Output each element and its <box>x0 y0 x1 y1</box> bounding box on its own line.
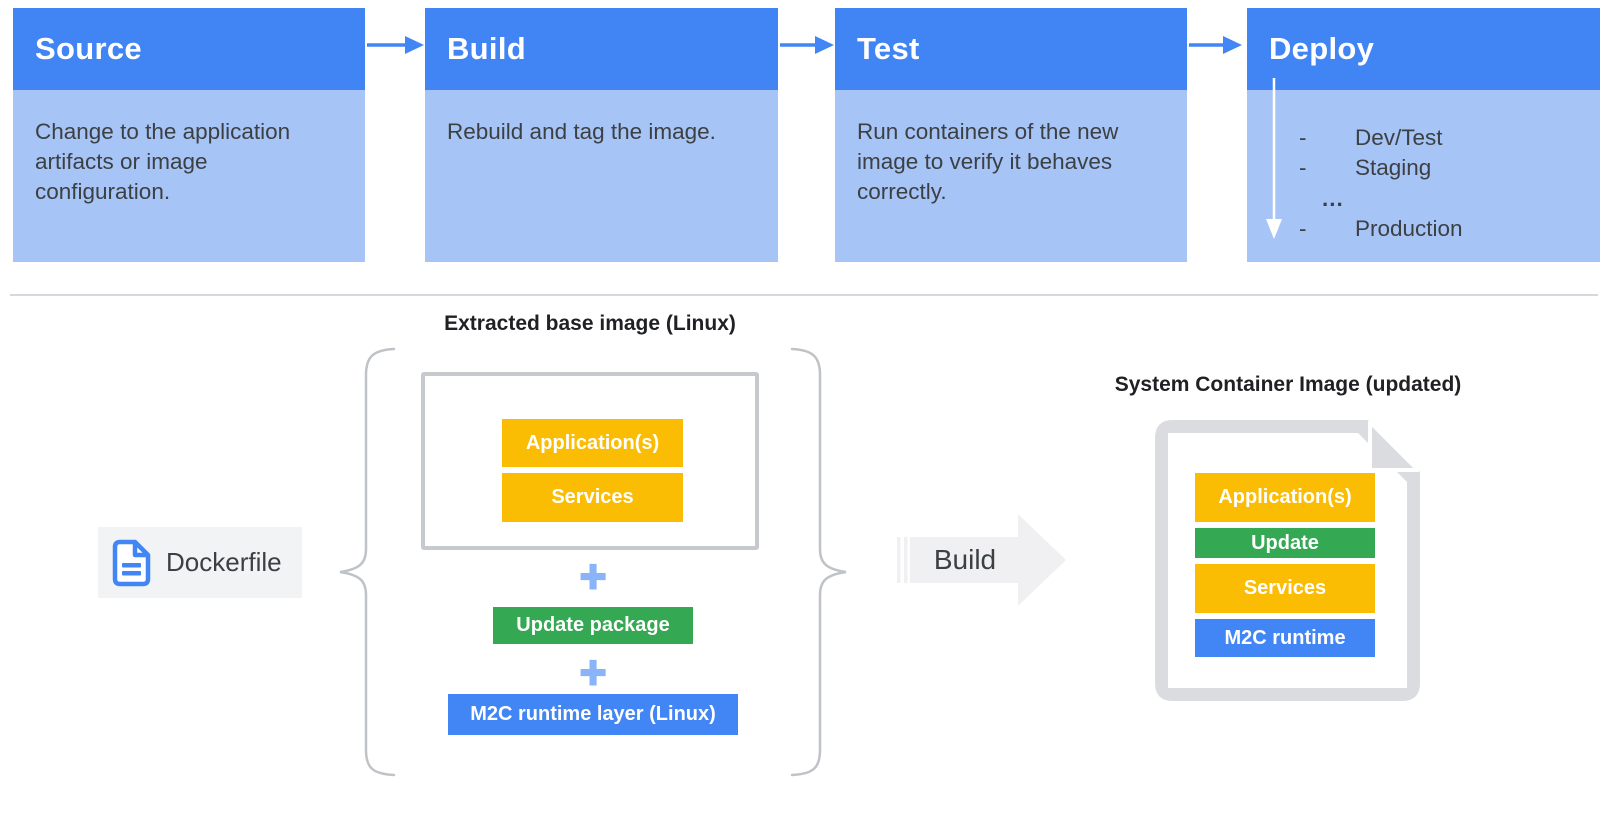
bullet-dash: - <box>1299 155 1307 180</box>
layer-box-m2c-runtime-layer: M2C runtime layer (Linux) <box>448 694 738 735</box>
build-arrow-label: Build <box>933 544 997 575</box>
result-layer-m2c-runtime: M2C runtime <box>1195 619 1375 657</box>
layer-box-update-package: Update package <box>493 607 693 644</box>
right-brace-icon <box>790 347 847 777</box>
stage-card-build: Build Rebuild and tag the image. <box>425 8 778 262</box>
system-container-image-label: System Container Image (updated) <box>1114 373 1462 396</box>
stage-title: Deploy <box>1269 31 1375 66</box>
arrow-right-icon <box>780 36 834 54</box>
extracted-base-image-label: Extracted base image (Linux) <box>444 312 736 335</box>
deploy-target-label: Dev/Test <box>1355 125 1443 150</box>
result-layer-applications: Application(s) <box>1195 473 1375 522</box>
section-divider <box>10 294 1598 296</box>
stage-description: Rebuild and tag the image. <box>447 119 716 144</box>
stage-header: Test <box>835 8 1187 90</box>
stage-body: - Dev/Test - Staging ... - Production <box>1247 90 1600 262</box>
bullet-dash: - <box>1299 216 1307 241</box>
stage-card-source: Source Change to the application artifac… <box>13 8 365 262</box>
deploy-target-label: ... <box>1322 186 1344 211</box>
layer-box-applications: Application(s) <box>502 419 683 467</box>
stage-title: Source <box>35 31 142 66</box>
dockerfile-label: Dockerfile <box>166 547 282 577</box>
plus-icon: + <box>579 549 608 603</box>
stage-title: Build <box>447 31 526 66</box>
arrow-right-icon <box>1189 36 1242 54</box>
system-container-document <box>1155 420 1420 701</box>
bullet-dash: - <box>1299 125 1307 150</box>
stage-description: Change to the application artifacts or i… <box>35 119 291 204</box>
deploy-target-label: Staging <box>1355 155 1432 180</box>
stage-title: Test <box>857 31 920 66</box>
layer-box-services: Services <box>502 473 683 522</box>
stage-header: Source <box>13 8 365 90</box>
plus-icon: + <box>579 645 608 699</box>
stage-card-test: Test Run containers of the new image to … <box>835 8 1187 262</box>
stage-header: Deploy <box>1247 8 1600 90</box>
stage-card-deploy: Deploy - Dev/Test - Staging ... - Produc… <box>1247 8 1600 262</box>
dockerfile-chip: Dockerfile <box>98 527 302 598</box>
stage-body: Run containers of the new image to verif… <box>835 90 1187 262</box>
result-layer-services: Services <box>1195 564 1375 613</box>
result-layer-update: Update <box>1195 528 1375 558</box>
deploy-target-label: Production <box>1355 216 1463 241</box>
arrow-right-icon <box>367 36 424 54</box>
folded-corner-icon <box>1368 420 1420 472</box>
stage-body: Rebuild and tag the image. <box>425 90 778 262</box>
stage-header: Build <box>425 8 778 90</box>
stage-body: Change to the application artifacts or i… <box>13 90 365 262</box>
left-brace-icon <box>339 347 396 777</box>
stage-description: Run containers of the new image to verif… <box>857 119 1119 204</box>
dockerfile-icon <box>112 539 151 586</box>
